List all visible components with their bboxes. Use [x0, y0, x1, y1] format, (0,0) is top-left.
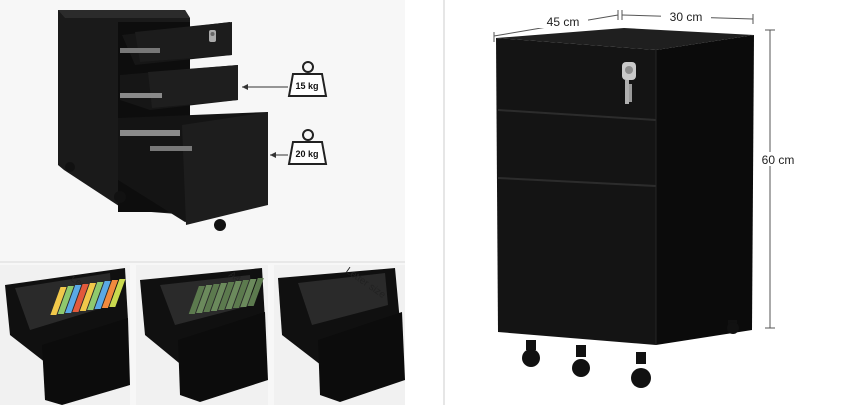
height-label: 60 cm: [762, 153, 795, 167]
caster-wheel-icon: [522, 320, 739, 388]
height-dimension: 60 cm: [752, 29, 804, 329]
weight-icon: 15 kg: [287, 61, 328, 97]
right-dimensions-panel: 45 cm 30 cm 60 cm: [446, 0, 850, 405]
drawer-closeup-letter: Letter size: [188, 265, 405, 405]
width-label: 30 cm: [670, 10, 703, 24]
depth-dimension: 45 cm: [493, 10, 619, 42]
lock-icon: [622, 62, 636, 104]
weight-label-20: 20 kg: [295, 149, 318, 159]
depth-label: 45 cm: [547, 15, 580, 29]
weight-icon: 20 kg: [287, 129, 328, 165]
panel-divider: [443, 0, 445, 405]
left-product-panel: 15 kg 20 kg: [0, 0, 405, 405]
weight-label-15: 15 kg: [295, 81, 318, 91]
lock-icon: [209, 30, 216, 42]
open-drawer-cabinet: [58, 10, 268, 231]
closed-cabinet: [496, 28, 754, 388]
caster-wheel-icon: [65, 162, 226, 231]
left-product-illustration: 15 kg 20 kg: [0, 10, 405, 405]
width-dimension: 30 cm: [621, 9, 754, 24]
dimension-illustration: 45 cm 30 cm 60 cm: [493, 9, 804, 388]
